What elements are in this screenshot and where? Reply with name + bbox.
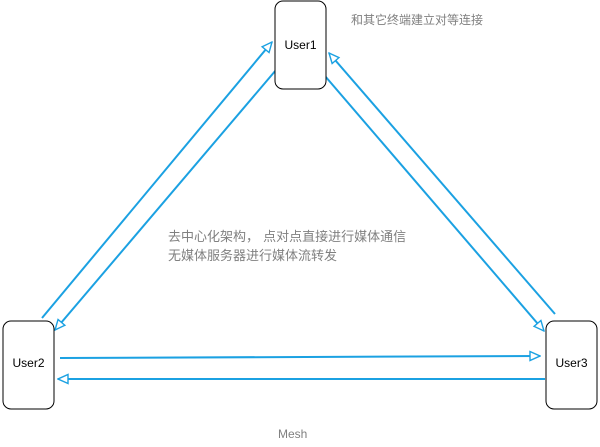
edges-group xyxy=(41,42,556,379)
node-user3-label: User3 xyxy=(555,356,587,370)
edge-user1-to-user2 xyxy=(55,69,277,330)
peer-connection-note: 和其它终端建立对等连接 xyxy=(351,13,484,27)
architecture-note-line2: 无媒体服务器进行媒体流转发 xyxy=(168,249,338,264)
edge-user1-to-user3 xyxy=(324,75,544,331)
node-user3: User3 xyxy=(545,320,598,410)
edge-user3-to-user1 xyxy=(329,53,556,315)
node-user1: User1 xyxy=(274,0,327,90)
node-user3-box xyxy=(545,320,598,410)
edge-user2-to-user3 xyxy=(59,356,540,358)
architecture-note: 去中心化架构， 点对点直接进行媒体通信 无媒体服务器进行媒体流转发 xyxy=(168,228,406,266)
node-user1-box xyxy=(274,0,327,90)
diagram-caption: Mesh xyxy=(278,427,308,441)
node-user2-box xyxy=(2,320,55,410)
architecture-note-line1: 去中心化架构， 点对点直接进行媒体通信 xyxy=(168,230,407,245)
node-user2: User2 xyxy=(2,320,55,410)
node-user2-label: User2 xyxy=(12,356,44,370)
node-user1-label: User1 xyxy=(284,38,316,52)
edge-user2-to-user1 xyxy=(41,42,272,319)
